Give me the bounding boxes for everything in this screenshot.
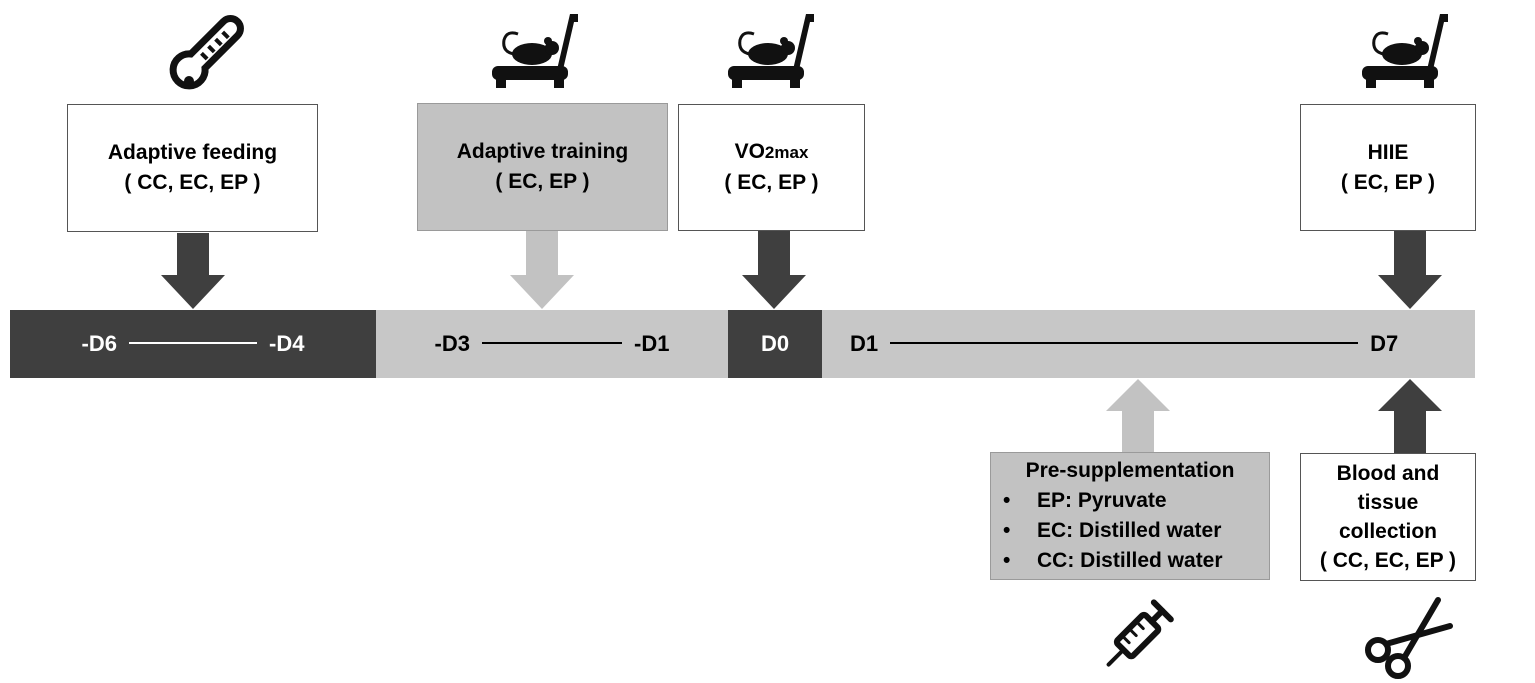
supplement-item: EC: Distilled water xyxy=(1037,519,1222,542)
timeline-label-start: D1 xyxy=(850,331,879,356)
arrow-down-dark xyxy=(1378,231,1442,309)
list-item: • CC: Distilled water xyxy=(1003,546,1269,576)
timeline-dash-line xyxy=(129,342,257,344)
adaptive-training-groups: ( EC, EP ) xyxy=(495,170,590,193)
bullet: • xyxy=(1003,489,1011,512)
timeline-label-start: -D6 xyxy=(81,331,117,356)
treadmill-rat-icon xyxy=(728,14,814,88)
collection-line: collection xyxy=(1338,520,1438,543)
vo2max-title-sub: 2max xyxy=(764,143,809,162)
list-item: • EP: Pyruvate xyxy=(1003,486,1269,516)
vo2max-title-main: VO xyxy=(734,140,765,163)
bullet: • xyxy=(1003,519,1011,542)
timeline-label-end: -D4 xyxy=(269,331,305,356)
adaptive-training-box: Adaptive training ( EC, EP ) xyxy=(417,103,668,231)
collection-groups: ( CC, EC, EP ) xyxy=(1319,549,1457,572)
arrow-down-light xyxy=(510,231,574,309)
adaptive-feeding-groups: ( CC, EC, EP ) xyxy=(124,171,261,194)
hiie-groups: ( EC, EP ) xyxy=(1340,170,1436,194)
supplement-item: EP: Pyruvate xyxy=(1037,489,1167,512)
timeline-label-start: -D3 xyxy=(434,331,470,356)
pre-supplementation-box: Pre-supplementation • EP: Pyruvate • EC:… xyxy=(990,452,1270,580)
arrow-down-dark xyxy=(161,233,225,309)
supplement-list: • EP: Pyruvate • EC: Distilled water • C… xyxy=(991,486,1269,576)
timeline-label-d0: D0 xyxy=(760,331,790,356)
timeline-dash-line xyxy=(482,342,622,344)
hiie-title: HIIE xyxy=(1367,140,1409,164)
hiie-box: HIIE ( EC, EP ) xyxy=(1300,104,1476,231)
thermometer-icon xyxy=(169,15,244,90)
vo2max-box: VO2max ( EC, EP ) xyxy=(678,104,865,231)
pre-supplementation-title: Pre-supplementation xyxy=(1025,459,1235,482)
scissors-icon xyxy=(1365,597,1453,679)
timeline-segment-d0: D0 xyxy=(728,310,822,378)
vo2max-title: VO2max xyxy=(735,137,809,168)
treadmill-rat-icon xyxy=(1362,14,1448,88)
vo2max-groups: ( EC, EP ) xyxy=(724,171,819,194)
arrow-up-light xyxy=(1106,379,1170,453)
arrow-up-dark xyxy=(1378,379,1442,453)
timeline-label-end: D7 xyxy=(1370,331,1399,356)
syringe-icon xyxy=(1106,599,1174,667)
list-item: • EC: Distilled water xyxy=(1003,516,1269,546)
collection-line: tissue xyxy=(1357,491,1419,514)
supplement-item: CC: Distilled water xyxy=(1037,549,1223,572)
timeline-segment-supplementation: D1 D7 xyxy=(822,310,1475,378)
collection-line: Blood and xyxy=(1336,462,1440,485)
collection-box: Blood and tissue collection ( CC, EC, EP… xyxy=(1300,453,1476,581)
treadmill-rat-icon xyxy=(492,14,578,88)
arrow-down-dark xyxy=(742,231,806,309)
timeline-dash-line xyxy=(890,342,1359,344)
timeline-segment-adaptive-feeding: -D6 -D4 xyxy=(10,310,376,378)
adaptive-training-title: Adaptive training xyxy=(456,140,629,163)
adaptive-feeding-title: Adaptive feeding xyxy=(107,141,278,164)
timeline-label-end: -D1 xyxy=(634,331,670,356)
adaptive-feeding-box: Adaptive feeding ( CC, EC, EP ) xyxy=(67,104,318,232)
bullet: • xyxy=(1003,549,1011,572)
timeline-segment-adaptive-training: -D3 -D1 xyxy=(376,310,728,378)
